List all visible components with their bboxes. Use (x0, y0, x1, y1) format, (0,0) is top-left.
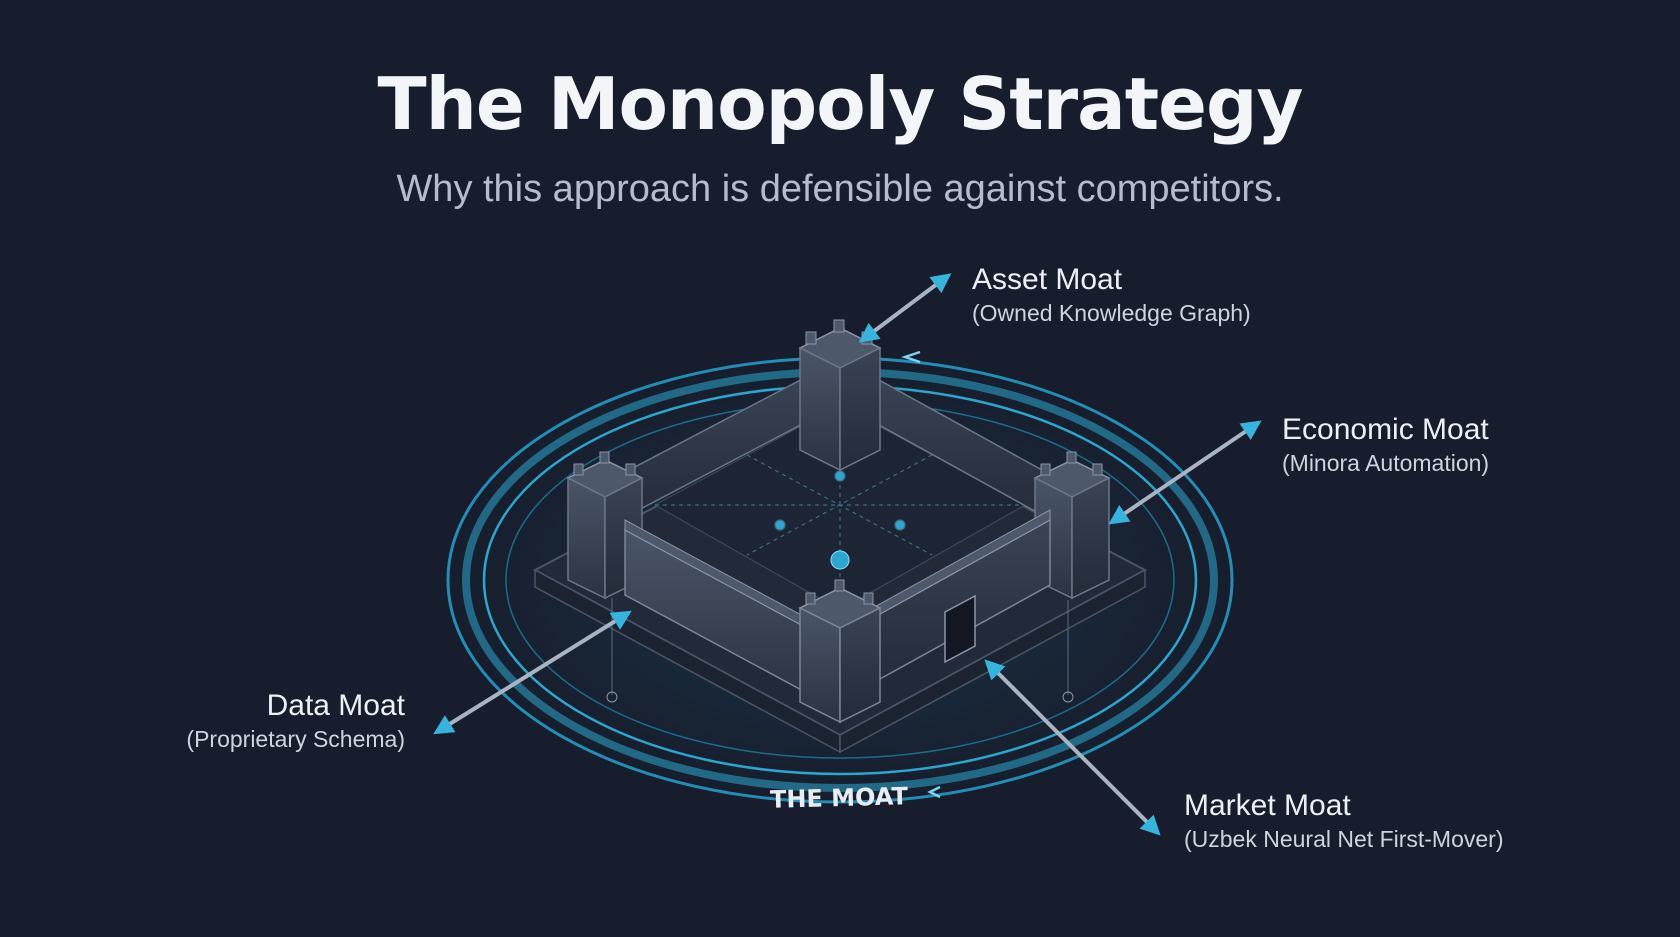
economic-moat-description: (Minora Automation) (1282, 450, 1490, 476)
asset-moat-name: Asset Moat (972, 263, 1123, 296)
asset-moat-label: Asset Moat (Owned Knowledge Graph) (972, 262, 1251, 328)
castle-front-walls (606, 509, 1074, 703)
asset-moat-description: (Owned Knowledge Graph) (972, 300, 1251, 326)
market-moat-name: Market Moat (1184, 789, 1351, 822)
page-title: The Monopoly Strategy (377, 62, 1304, 146)
moat-label: THE MOAT (769, 782, 909, 814)
economic-moat-name: Economic Moat (1282, 413, 1489, 446)
market-moat-label: Market Moat (Uzbek Neural Net First-Move… (1184, 788, 1504, 854)
data-moat-description: (Proprietary Schema) (186, 726, 405, 752)
castle-tower-back (798, 319, 882, 472)
double-arrow-icon (433, 273, 1262, 836)
market-moat-description: (Uzbek Neural Net First-Mover) (1184, 826, 1504, 852)
page-subtitle: Why this approach is defensible against … (396, 168, 1284, 210)
economic-moat-label: Economic Moat (Minora Automation) (1282, 412, 1489, 478)
data-moat-name: Data Moat (266, 689, 405, 722)
data-moat-label: Data Moat (Proprietary Schema) (130, 688, 405, 754)
castle-tower-front (798, 579, 882, 724)
